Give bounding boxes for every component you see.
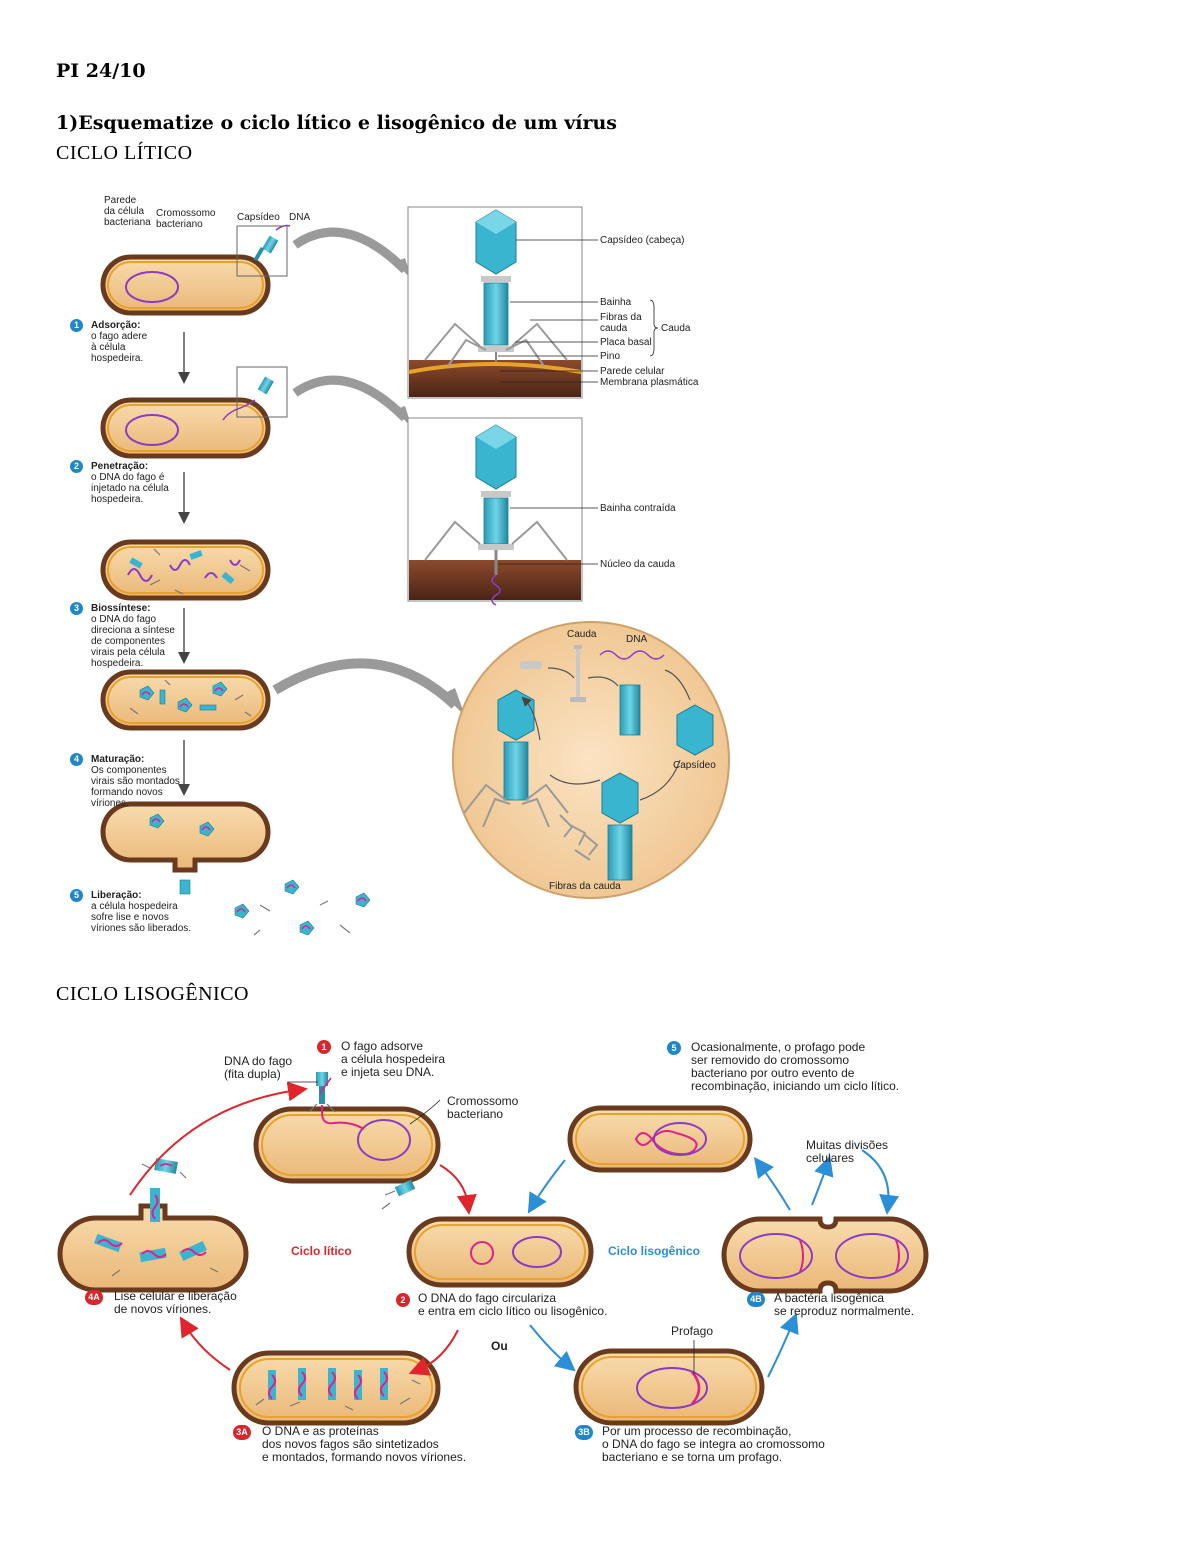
lytic-cell-1 [100, 254, 271, 316]
step-4-text: Maturação:Os componentes virais são mont… [91, 754, 180, 809]
phage-detail-box-1 [407, 206, 583, 399]
step-3-text: Biossíntese:o DNA do fago direciona a sí… [91, 603, 175, 669]
label-tail-fibers: Fibras da cauda [600, 312, 642, 334]
label-tail-core: Núcleo da cauda [600, 559, 676, 570]
step-1-text: Adsorção:o fago adere à célula hospedeir… [91, 320, 148, 364]
label-plasma-membrane: Membrana plasmática [600, 377, 699, 388]
lyso-phage-top [308, 1072, 336, 1113]
lyso-cell-top [253, 1105, 441, 1184]
lyso-step-3b-badge: 3B [575, 1425, 593, 1440]
detail-1-callouts [498, 239, 659, 565]
lyso-cell-bottomright [573, 1340, 765, 1426]
lyso-step-4a-text: Lise celular e liberação de novos vírion… [114, 1289, 237, 1316]
question-heading: 1)Esquematize o ciclo lítico e lisogênic… [56, 112, 617, 134]
lyso-cell-topright [567, 1105, 753, 1173]
lyso-step-3a-text: O DNA e as proteínas dos novos fagos são… [262, 1424, 467, 1464]
step-3-badge: 3 [70, 602, 83, 615]
lyso-step-5-text: Ocasionalmente, o profago pode ser remov… [691, 1040, 900, 1093]
lyso-step-4b-badge: 4B [747, 1292, 765, 1307]
label-bacterial-chromosome: Cromossomo bacteriano [156, 208, 216, 230]
step-2-text: Penetração:o DNA do fago é injetado na c… [91, 461, 169, 505]
label-dna-top: DNA [289, 212, 311, 223]
lyso-step-3a-badge: 3A [233, 1425, 251, 1440]
phage-detail-box-2 [407, 417, 583, 606]
label-assembly-fibers: Fibras da cauda [549, 881, 621, 892]
label-base-plate: Placa basal [600, 337, 652, 348]
label-pin: Pino [600, 351, 621, 362]
label-sheath: Bainha [600, 297, 632, 308]
lyso-step-3b-text: Por um processo de recombinação, o DNA d… [602, 1424, 825, 1464]
lyso-step-2-text: O DNA do fago circulariza e entra em cic… [418, 1291, 608, 1318]
label-cell-divisions: Muitas divisões celulares [806, 1138, 889, 1165]
lyso-step-5-badge: 5 [667, 1041, 681, 1055]
lyso-step-1-badge: 1 [317, 1040, 331, 1054]
lyso-step-4a-badge: 4A [85, 1290, 103, 1305]
label-prophage: Profago [671, 1324, 714, 1338]
section-lysogenic-heading: CICLO LISOGÊNICO [56, 983, 249, 1005]
step-4-badge: 4 [70, 753, 83, 766]
label-assembly-dna: DNA [626, 634, 648, 645]
lyso-step-1-text: O fago adsorve a célula hospedeira e inj… [341, 1039, 446, 1079]
lyso-cell-middle [406, 1216, 594, 1288]
lyso-step-2-badge: 2 [396, 1293, 410, 1307]
lyso-cell-dividing [721, 1216, 929, 1294]
lyso-cell-bottomleft [231, 1350, 441, 1426]
label-lyso-chromosome: Cromossomo bacteriano [447, 1094, 519, 1121]
lyso-step-4b-text: A bactéria lisogênica se reproduz normal… [774, 1291, 915, 1318]
step-1-badge: 1 [70, 319, 83, 332]
lytic-cell-4 [100, 669, 271, 731]
step-5-badge: 5 [70, 889, 83, 902]
phage-attached-2 [222, 376, 274, 421]
label-assembly-tail: Cauda [567, 629, 597, 640]
section-lytic-heading: CICLO LÍTICO [56, 142, 193, 164]
assembly-circle [452, 621, 730, 899]
lyso-free-phage [381, 1179, 416, 1210]
label-assembly-capsid: Capsídeo [673, 760, 716, 771]
label-or: Ou [491, 1339, 508, 1353]
label-phage-dna: DNA do fago (fita dupla) [224, 1054, 293, 1081]
step-2-badge: 2 [70, 460, 83, 473]
lytic-cell-5 [100, 801, 271, 873]
label-lysogenic-cycle: Ciclo lisogênico [608, 1244, 701, 1258]
label-capsid-head: Capsídeo (cabeça) [600, 235, 685, 246]
phage-attached-1 [253, 224, 291, 262]
lyso-cell-left-lysis [57, 1158, 249, 1293]
label-cell-wall: Parede da célula bacteriana [104, 195, 151, 228]
label-contracted-sheath: Bainha contraída [600, 503, 676, 514]
released-virions [179, 879, 371, 936]
lytic-cell-3 [100, 539, 271, 601]
label-lytic-cycle: Ciclo lítico [291, 1244, 352, 1258]
label-capsid-top: Capsídeo [237, 212, 280, 223]
lytic-cell-2 [100, 397, 271, 459]
step-5-text: Liberação:a célula hospedeira sofre lise… [91, 890, 192, 934]
label-cell-wall-detail: Parede celular [600, 366, 665, 377]
label-tail: Cauda [661, 323, 691, 334]
page-title: PI 24/10 [56, 60, 146, 82]
